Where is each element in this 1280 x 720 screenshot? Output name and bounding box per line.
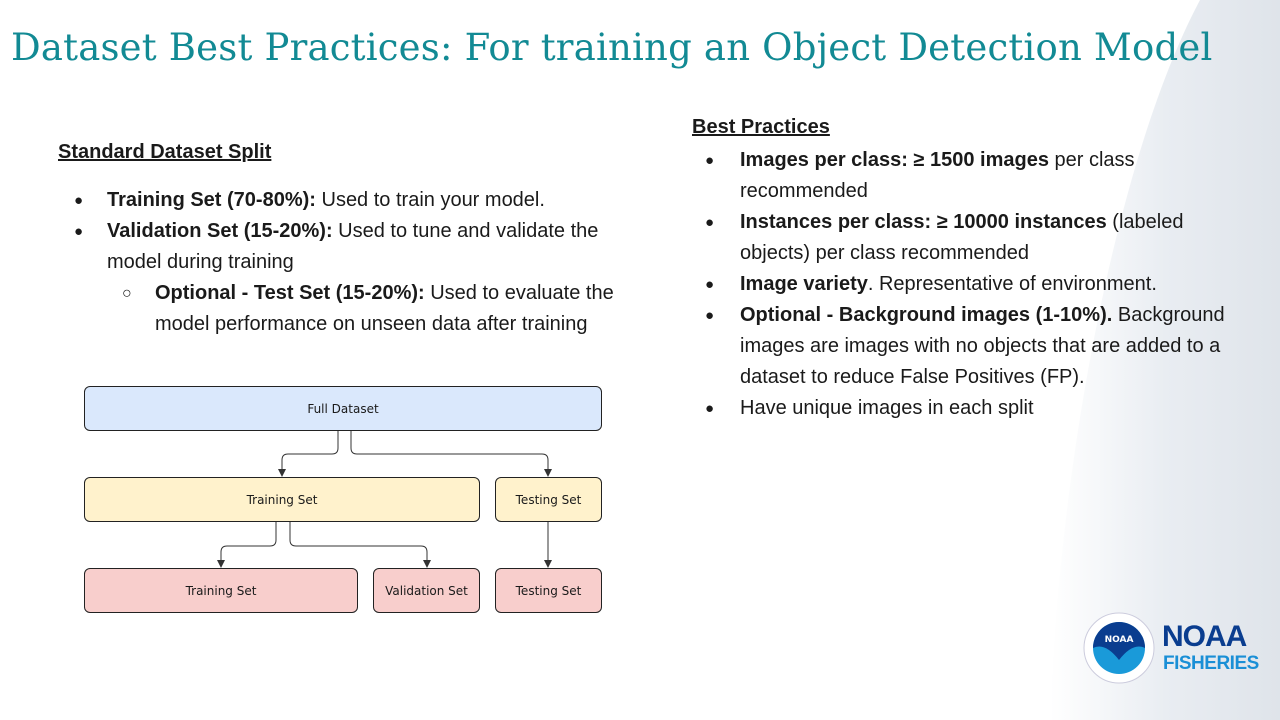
best-practices-heading: Best Practices (692, 116, 830, 138)
split-list: ●Training Set (70-80%): Used to train yo… (74, 185, 635, 340)
bullet-icon: ● (705, 400, 715, 417)
best-practices-list: ●Images per class: ≥ 1500 images per cla… (692, 145, 1232, 424)
bullet-icon: ● (74, 223, 84, 240)
bullet-icon: ● (705, 307, 715, 324)
list-item: ○Optional - Test Set (15-20%): Used to e… (75, 278, 625, 340)
circle-bullet-icon: ○ (122, 285, 132, 302)
training-subset-box: Training Set (84, 568, 358, 613)
list-item: ●Validation Set (15-20%): Used to tune a… (74, 216, 635, 278)
bullet-icon: ● (705, 214, 715, 231)
list-item: ●Instances per class: ≥ 10000 instances … (692, 207, 1232, 269)
list-item: ●Optional - Background images (1-10%). B… (692, 300, 1232, 393)
testing-set-box: Testing Set (495, 477, 602, 522)
full-dataset-box: Full Dataset (84, 386, 602, 431)
standard-split-heading: Standard Dataset Split (58, 141, 272, 163)
list-item: ●Have unique images in each split (692, 393, 1232, 424)
bullet-icon: ● (705, 276, 715, 293)
list-item: ●Image variety. Representative of enviro… (692, 269, 1232, 300)
bullet-icon: ● (74, 192, 84, 209)
list-item: ●Training Set (70-80%): Used to train yo… (74, 185, 635, 216)
noaa-seal-logo: NOAA (1083, 612, 1155, 684)
validation-set-box: Validation Set (373, 568, 480, 613)
training-set-box: Training Set (84, 477, 480, 522)
logo-noaa-text: NOAA (1162, 620, 1247, 653)
bullet-icon: ● (705, 152, 715, 169)
testing-final-box: Testing Set (495, 568, 602, 613)
slide-title: Dataset Best Practices: For training an … (11, 26, 1213, 69)
svg-text:NOAA: NOAA (1105, 635, 1134, 645)
logo-fisheries-text: FISHERIES (1163, 653, 1259, 674)
list-item: ●Images per class: ≥ 1500 images per cla… (692, 145, 1232, 207)
